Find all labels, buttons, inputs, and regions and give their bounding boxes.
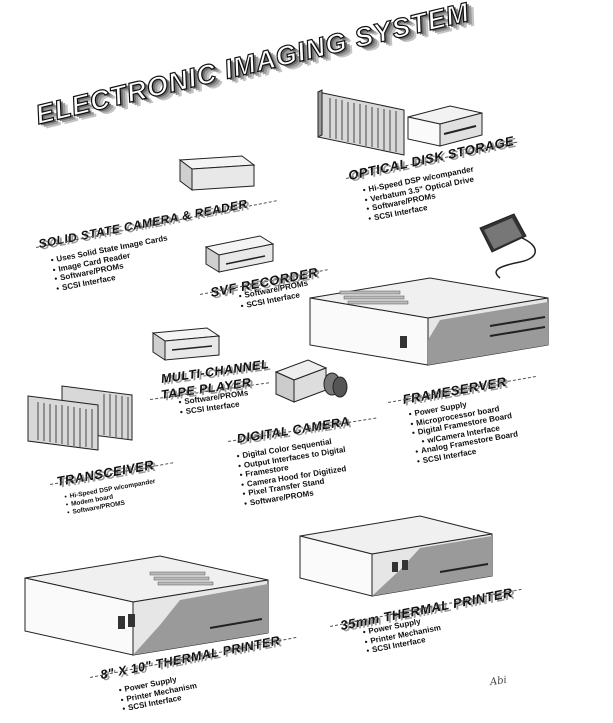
optical-disk-drive bbox=[407, 105, 483, 147]
frameserver-monitor bbox=[479, 213, 536, 279]
thermal-printer-8x10-box bbox=[24, 555, 269, 656]
thermal-printer-35mm-box bbox=[299, 515, 493, 597]
artist-signature: Abi bbox=[489, 674, 508, 689]
optical-disk-circuit-board bbox=[317, 89, 405, 156]
svf-recorder-box bbox=[204, 235, 275, 273]
tape-player-box bbox=[151, 327, 221, 361]
solid-state-reader-box bbox=[178, 155, 256, 191]
digital-camera-body bbox=[274, 359, 348, 403]
frameserver-box bbox=[309, 277, 549, 366]
transceiver-boards bbox=[27, 385, 133, 451]
